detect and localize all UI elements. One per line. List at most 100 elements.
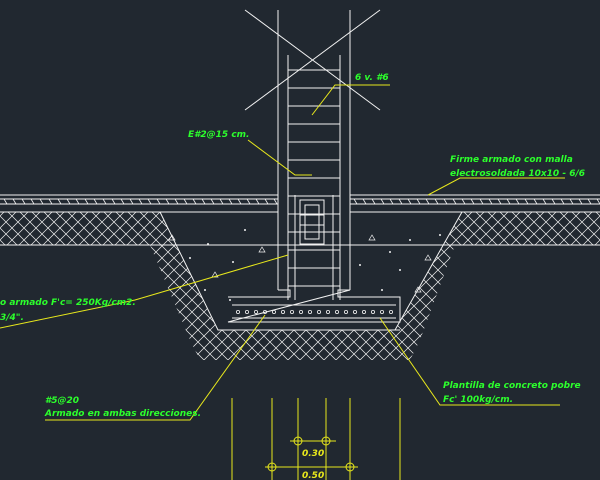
slab-tick [111,198,116,205]
slab-tick [506,198,511,205]
aggregate-mark [244,229,246,231]
slab-tick [66,198,71,205]
rebar-dot [298,309,303,314]
aggregate-mark [381,289,383,291]
backfill-aggregate [168,229,441,301]
slab-tick [497,198,502,205]
slab-tick [470,198,475,205]
slab-tick [443,198,448,205]
aggregate-mark [232,261,234,263]
aggregate-mark [424,254,432,261]
slab-tick [102,198,107,205]
slab-tick [255,198,260,205]
rebar-label-2: Armado en ambas direcciones. [44,409,201,419]
column-stirrups [288,69,340,287]
slab-tick [39,198,44,205]
slab-tick [569,198,574,205]
slab-tick [380,198,385,205]
dimension-inner: 0.30 [302,449,324,459]
slab-tick [201,198,206,205]
lean-concrete-label-1: Plantilla de concreto pobre [443,381,581,391]
rebar-dot [235,309,240,314]
rebar-dot [316,309,321,314]
aggregate-mark [258,246,266,253]
aggregate-mark [399,269,401,271]
slab-tick [138,198,143,205]
slab-tick [210,198,215,205]
dimension-outer: 0.50 [302,471,324,480]
slab-tick [362,198,367,205]
lean-concrete-label-2: Fc' 100kg/cm. [443,395,513,405]
rebar-dot [379,309,384,314]
slab-tick [228,198,233,205]
slab-tick [21,198,26,205]
aggregate-mark [368,234,376,241]
rebar-dot [352,309,357,314]
slab-tick [551,198,556,205]
slab-tick [515,198,520,205]
column [244,9,381,300]
rebar-label-1: #5@20 [45,396,79,406]
rebar-dot [262,309,267,314]
soil-hatching [0,212,600,360]
rebar-dot [271,309,276,314]
rebar-dot [325,309,330,314]
slab-tick [246,198,251,205]
rebar-dot [244,309,249,314]
rebar-dot [280,309,285,314]
slab-tick [389,198,394,205]
slab-tick [273,198,278,205]
slab-tick [353,198,358,205]
rebar-dot [388,309,393,314]
rebar-dot [361,309,366,314]
slab-tick [488,198,493,205]
slab-tick [165,198,170,205]
slab-tick [587,198,592,205]
aggregate-mark [409,239,411,241]
column-bars-label: 6 v. #6 [355,73,389,83]
rebar-dot [289,309,294,314]
slab-mesh-ticks [3,198,600,205]
slab-label-2: electrosoldada 10x10 - 6/6 [450,169,585,179]
footing-label-2: 3/4". [0,313,24,323]
rebar-dot [343,309,348,314]
slab-tick [147,198,152,205]
slab-tick [48,198,53,205]
slab-tick [578,198,583,205]
slab-tick [425,198,430,205]
rebar-dot [370,309,375,314]
leader-lines [0,84,565,421]
slab-tick [57,198,62,205]
slab-tick [93,198,98,205]
slab-tick [3,198,8,205]
aggregate-mark [189,257,191,259]
slab-tick [524,198,529,205]
slab-tick [12,198,17,205]
slab-tick [120,198,125,205]
slab-tick [416,198,421,205]
rebar-dot [253,309,258,314]
aggregate-mark [439,234,441,236]
slab-tick [192,198,197,205]
slab-tick [219,198,224,205]
dimension-labels: 0.30 0.50 [302,449,324,480]
stirrup-label: E#2@15 cm. [188,130,249,140]
rebar-dot [307,309,312,314]
aggregate-mark [414,286,422,293]
slab-tick [174,198,179,205]
slab-tick [183,198,188,205]
slab-tick [533,198,538,205]
aggregate-mark [229,299,231,301]
slab-tick [479,198,484,205]
slab-tick [461,198,466,205]
footing-rebar [235,309,393,314]
labels: 6 v. #6 E#2@15 cm. Firme armado con mall… [0,73,585,419]
aggregate-mark [389,251,391,253]
slab-tick [371,198,376,205]
slab-tick [542,198,547,205]
aggregate-mark [204,289,206,291]
rebar-dot [334,309,339,314]
slab-tick [84,198,89,205]
slab-tick [237,198,242,205]
aggregate-mark [211,271,219,278]
